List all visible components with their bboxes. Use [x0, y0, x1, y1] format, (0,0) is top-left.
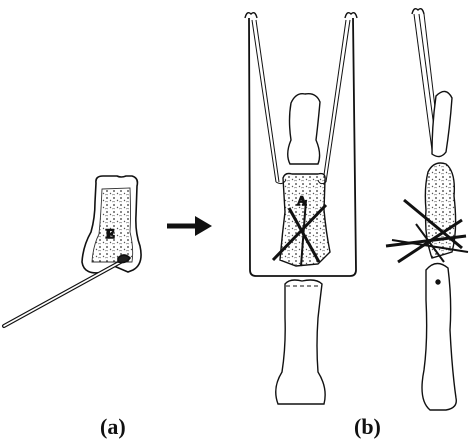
bone-letter-a: A — [297, 193, 307, 208]
traction-frame — [248, 17, 357, 277]
lateral-proximal-phalanx — [421, 262, 457, 411]
lateral-distal-phalanx — [431, 90, 453, 158]
panel-b-lateral-view — [385, 7, 469, 411]
distal-phalanx — [287, 92, 321, 165]
proximal-phalanx — [275, 279, 326, 405]
right-arrow-icon — [167, 216, 212, 236]
panel-b-front-view: A — [244, 11, 358, 405]
lateral-middle-graft — [424, 162, 457, 259]
bone-letter-e: E — [106, 226, 115, 241]
panel-a-label: (a) — [100, 414, 126, 439]
panel-b-label: (b) — [354, 414, 381, 439]
panel-a-drawing: E — [2, 175, 142, 328]
